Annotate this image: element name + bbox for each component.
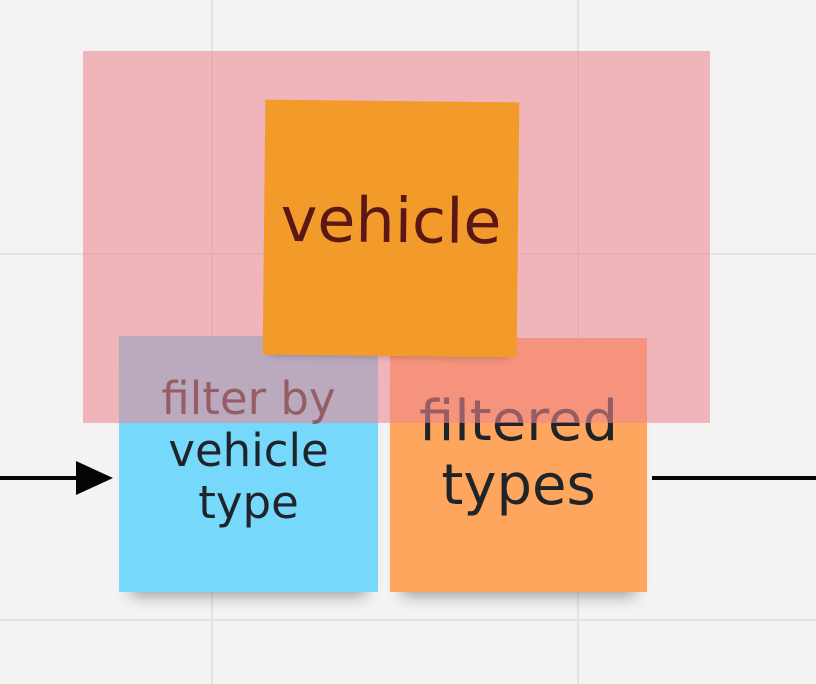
arrow-right-icon — [76, 461, 113, 495]
sticky-note-vehicle[interactable]: vehicle — [262, 99, 520, 358]
outgoing-connector-line[interactable] — [652, 476, 816, 480]
sticky-note-text: vehicle — [280, 182, 502, 258]
incoming-connector-line[interactable] — [0, 476, 82, 480]
